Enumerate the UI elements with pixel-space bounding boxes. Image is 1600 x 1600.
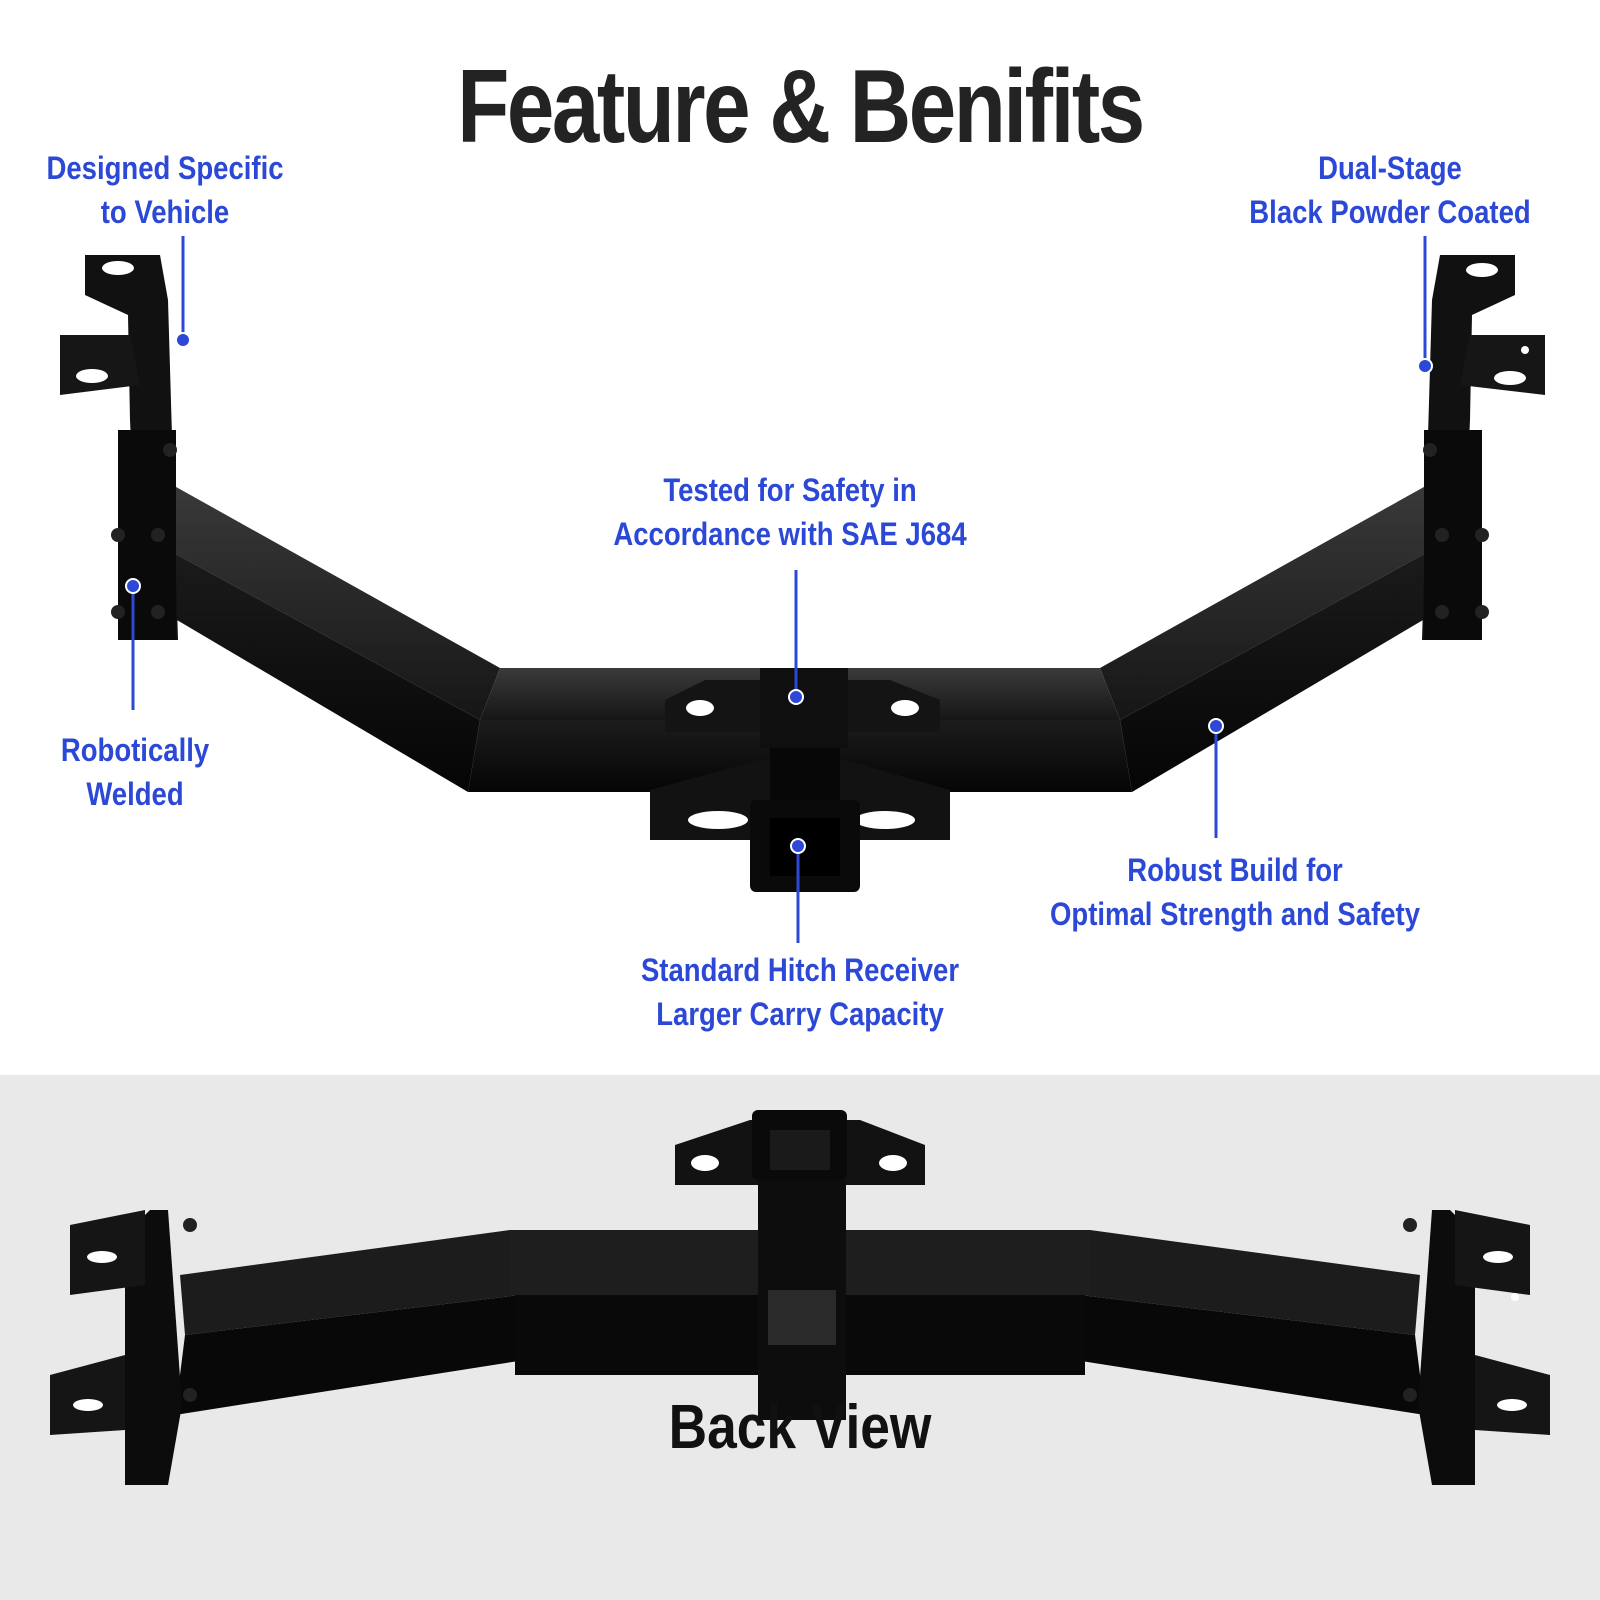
back-receiver: [675, 1110, 925, 1420]
back-left-tube: [180, 1230, 520, 1335]
callout-line: to Vehicle: [100, 194, 230, 230]
callout-robust-build: Robust Build for Optimal Strength and Sa…: [1042, 848, 1429, 936]
left-mounting-bracket: [60, 255, 178, 640]
callout-line: Robust Build for: [1127, 852, 1343, 888]
callout-designed-specific: Designed Specific to Vehicle: [40, 146, 289, 234]
callout-tested-safety: Tested for Safety in Accordance with SAE…: [609, 468, 970, 556]
callout-powder-coated: Dual-Stage Black Powder Coated: [1244, 146, 1536, 234]
callout-dot: [1208, 718, 1224, 734]
back-right-bracket: [1403, 1210, 1550, 1485]
callout-dot: [790, 838, 806, 854]
callout-line: Black Powder Coated: [1249, 194, 1531, 230]
callout-line: Larger Carry Capacity: [656, 996, 944, 1032]
callout-hitch-receiver: Standard Hitch Receiver Larger Carry Cap…: [619, 948, 980, 1036]
right-mounting-bracket: [1422, 255, 1545, 640]
callout-robotically-welded: Robotically Welded: [36, 728, 234, 816]
callout-line: Tested for Safety in: [663, 472, 917, 508]
back-right-tube: [1080, 1230, 1420, 1335]
callout-leader-lines: [131, 236, 1427, 943]
callout-dot: [125, 578, 141, 594]
callout-line: Robotically: [60, 732, 210, 768]
back-view-label: Back View: [668, 1393, 932, 1462]
callout-dot: [788, 689, 804, 705]
callout-line: Designed Specific: [46, 150, 284, 186]
callout-dot: [175, 332, 191, 348]
callout-line: Optimal Strength and Safety: [1049, 896, 1421, 932]
front-view-panel: [0, 0, 1600, 1075]
callout-line: Welded: [86, 776, 184, 812]
callout-line: Dual-Stage: [1318, 150, 1462, 186]
page-title: Feature & Benifits: [457, 49, 1145, 165]
callout-dot: [1417, 358, 1433, 374]
callout-dots: [125, 332, 1433, 854]
back-hitch-illustration: [50, 1110, 1550, 1485]
callout-line: Accordance with SAE J684: [613, 516, 967, 552]
right-crossbar-tube: [1100, 478, 1450, 792]
callout-line: Standard Hitch Receiver: [640, 952, 960, 988]
back-left-bracket: [50, 1210, 197, 1485]
front-hitch-illustration: [60, 236, 1545, 943]
receiver-box: [650, 668, 950, 892]
left-crossbar-tube: [150, 478, 500, 792]
